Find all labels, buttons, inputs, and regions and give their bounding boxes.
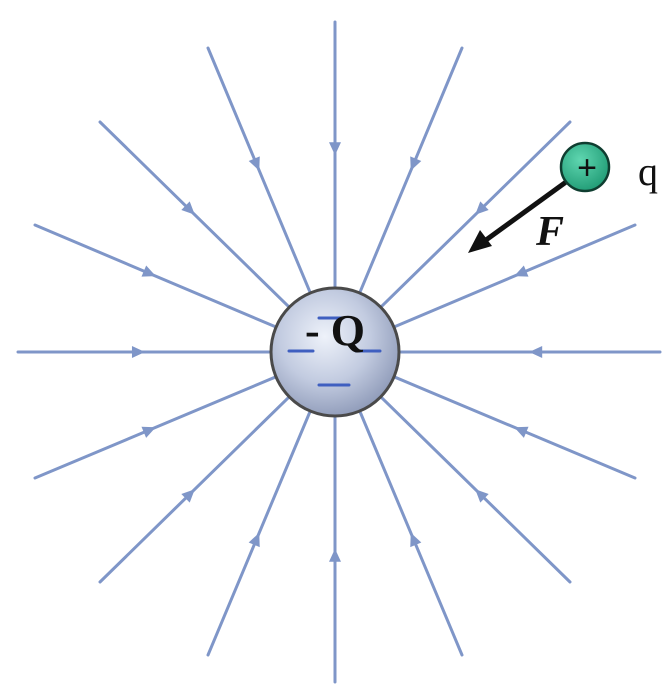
force-arrow-shaft <box>484 179 568 243</box>
source-charge-sphere <box>269 286 401 418</box>
test-charge-circle <box>559 141 611 193</box>
field-line-arrowhead <box>410 156 422 171</box>
field-line-arrowhead <box>329 548 341 562</box>
field-line-arrowhead <box>514 426 529 438</box>
field-line-arrowhead <box>181 489 195 503</box>
field-line-arrowhead <box>529 346 543 358</box>
field-line-arrowhead <box>329 142 341 156</box>
field-line-arrowhead <box>475 489 489 503</box>
source-charge: - Q <box>269 286 401 418</box>
field-line-arrowhead <box>181 201 195 215</box>
field-line-arrowhead <box>475 201 489 215</box>
field-line-arrowhead <box>410 532 422 548</box>
plus-sign: + <box>577 149 597 187</box>
force-label: F <box>535 209 564 255</box>
field-line-arrowhead <box>514 265 529 277</box>
field-line-arrowhead <box>131 346 145 358</box>
field-lines-group <box>16 20 662 684</box>
test-charge-label: q <box>638 149 658 194</box>
field-line-arrowhead <box>141 426 156 438</box>
force-arrow: F <box>468 179 568 255</box>
field-line-arrowhead <box>248 532 260 548</box>
test-charge: + q <box>559 141 658 194</box>
source-charge-label: - Q <box>305 306 365 355</box>
field-line-arrowhead <box>248 156 260 171</box>
force-arrow-head <box>468 230 492 253</box>
field-line-arrowhead <box>141 265 156 277</box>
